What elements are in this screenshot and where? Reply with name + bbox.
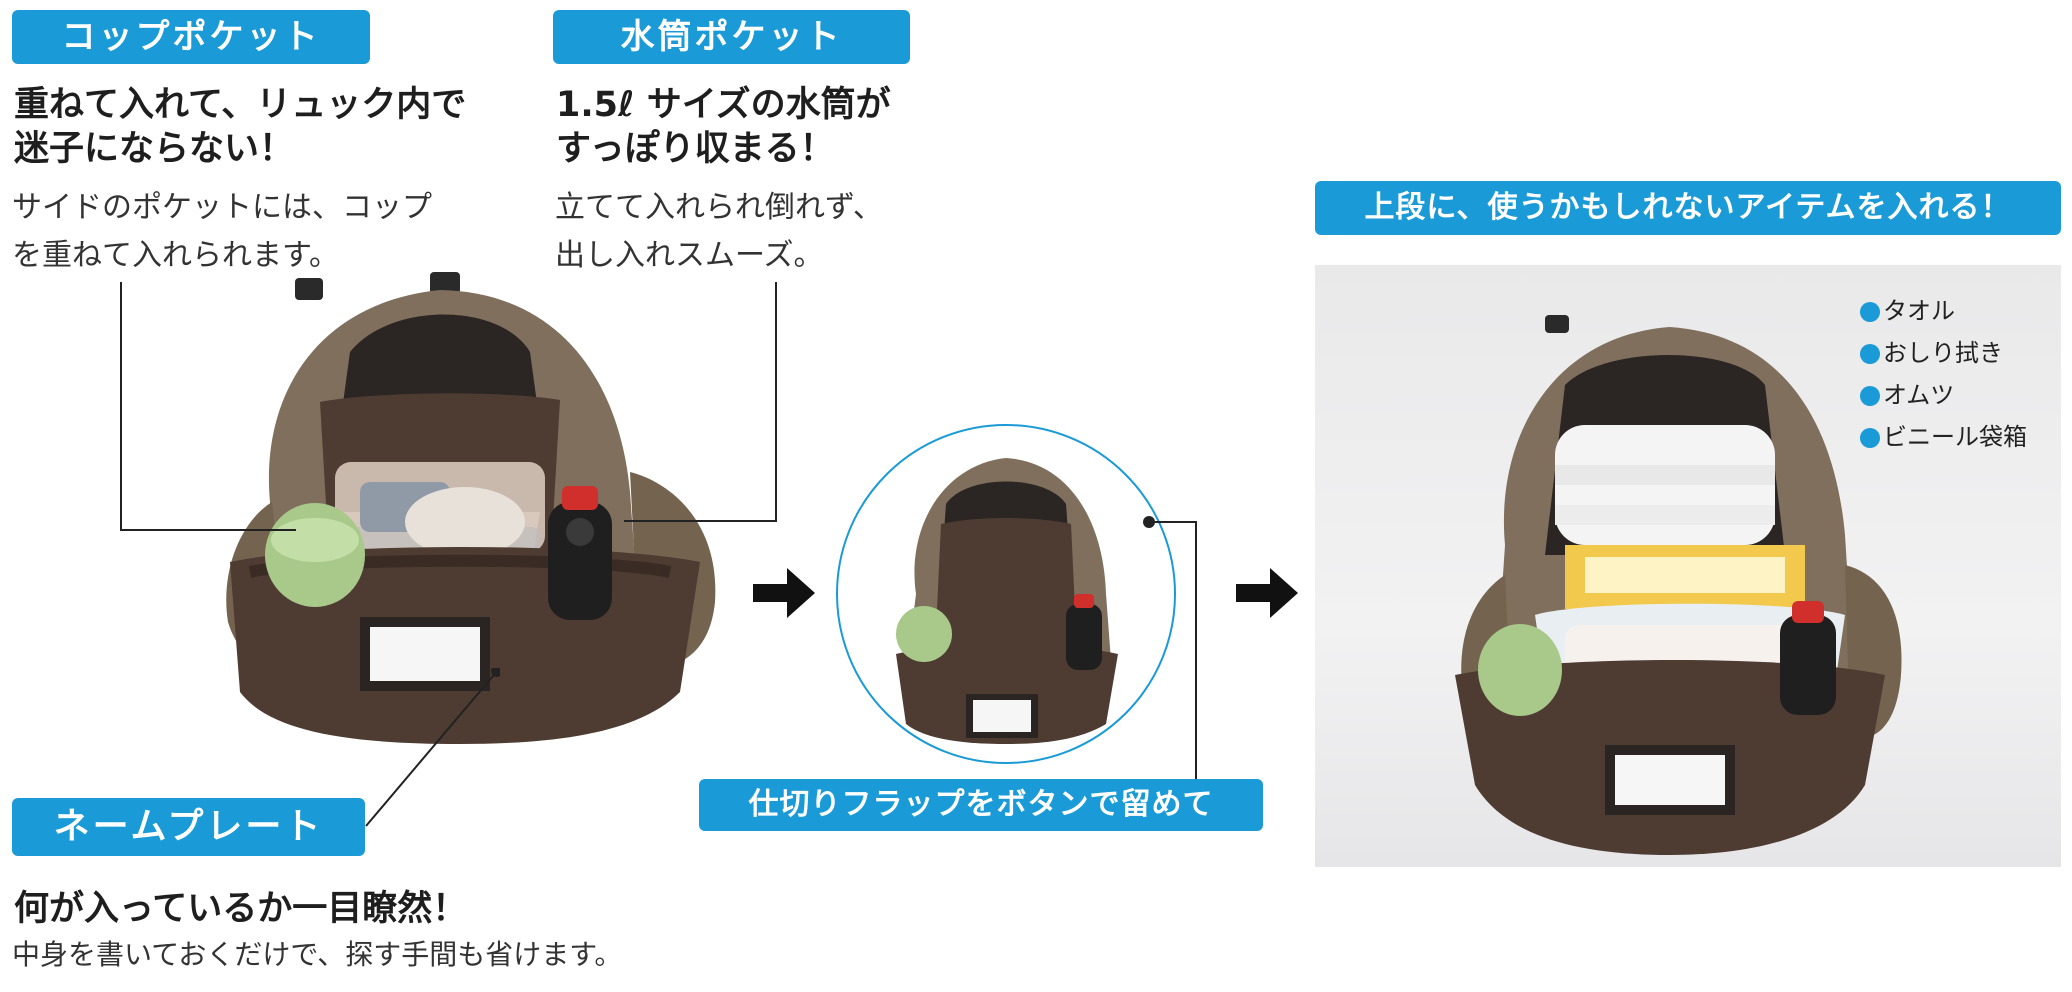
arrow-right-icon [753, 568, 815, 618]
bottle-pocket-badge: 水筒ポケット [553, 10, 910, 64]
upper-tier-item-list: タオル おしり拭き オムツ ビニール袋箱 [1860, 290, 2027, 458]
item-label: タオル [1883, 297, 1955, 325]
item-label: ビニール袋箱 [1883, 423, 2027, 451]
arrow-right-icon [1236, 568, 1298, 618]
cup-pocket-badge: コップポケット [12, 10, 370, 64]
backpack-packed-illustration [1455, 315, 1902, 855]
bottle-pocket-description-line-1: 立てて入れられ倒れず、 [555, 190, 883, 225]
bottle-pocket-leader-horizontal [624, 520, 776, 522]
flap-leader-vertical [1195, 521, 1197, 781]
item-label: オムツ [1883, 381, 1955, 409]
bottle-pocket-description-line-2: 出し入れスムーズ。 [555, 238, 824, 273]
blue-dot-icon [1860, 386, 1880, 406]
flap-leader-horizontal [1150, 521, 1196, 523]
upper-tier-photo [1315, 265, 2061, 867]
cup-pocket-description-line-2: を重ねて入れられます。 [12, 238, 339, 273]
name-plate-headline: 何が入っているか一目瞭然！ [14, 889, 468, 929]
item-wet-wipes: おしり拭き [1860, 332, 2027, 374]
item-plastic-bag-box: ビニール袋箱 [1860, 416, 2027, 458]
item-label: おしり拭き [1883, 339, 2003, 367]
bottle-pocket-headline-line-1: 1.5ℓ サイズの水筒が [556, 85, 891, 125]
upper-tier-badge: 上段に、使うかもしれないアイテムを入れる！ [1315, 181, 2061, 235]
flap-closed-photo [836, 424, 1176, 764]
bottle-pocket-headline-line-2: すっぽり収まる！ [556, 129, 835, 169]
bottle-pocket-leader-vertical [775, 282, 777, 522]
name-plate-description: 中身を書いておくだけで、探す手間も省けます。 [12, 938, 623, 971]
cup-pocket-description-line-1: サイドのポケットには、コップ [12, 190, 432, 225]
cup-pocket-headline-line-2: 迷子にならない！ [14, 129, 295, 169]
item-diapers: オムツ [1860, 374, 2027, 416]
item-towel: タオル [1860, 290, 2027, 332]
cup-pocket-headline-line-1: 重ねて入れて、リュック内で [14, 85, 467, 125]
flap-badge: 仕切りフラップをボタンで留めて [699, 779, 1263, 831]
backpack-open-photo [226, 272, 716, 744]
blue-dot-icon [1860, 302, 1880, 322]
blue-dot-icon [1860, 344, 1880, 364]
blue-dot-icon [1860, 428, 1880, 448]
name-plate-badge: ネームプレート [12, 798, 365, 856]
name-plate-leader-line [365, 668, 500, 827]
flap-leader-dot [1143, 516, 1155, 528]
cup-pocket-leader-vertical [120, 282, 122, 530]
backpack-flap-closed-illustration [896, 458, 1118, 744]
cup-pocket-leader-horizontal [120, 529, 296, 531]
